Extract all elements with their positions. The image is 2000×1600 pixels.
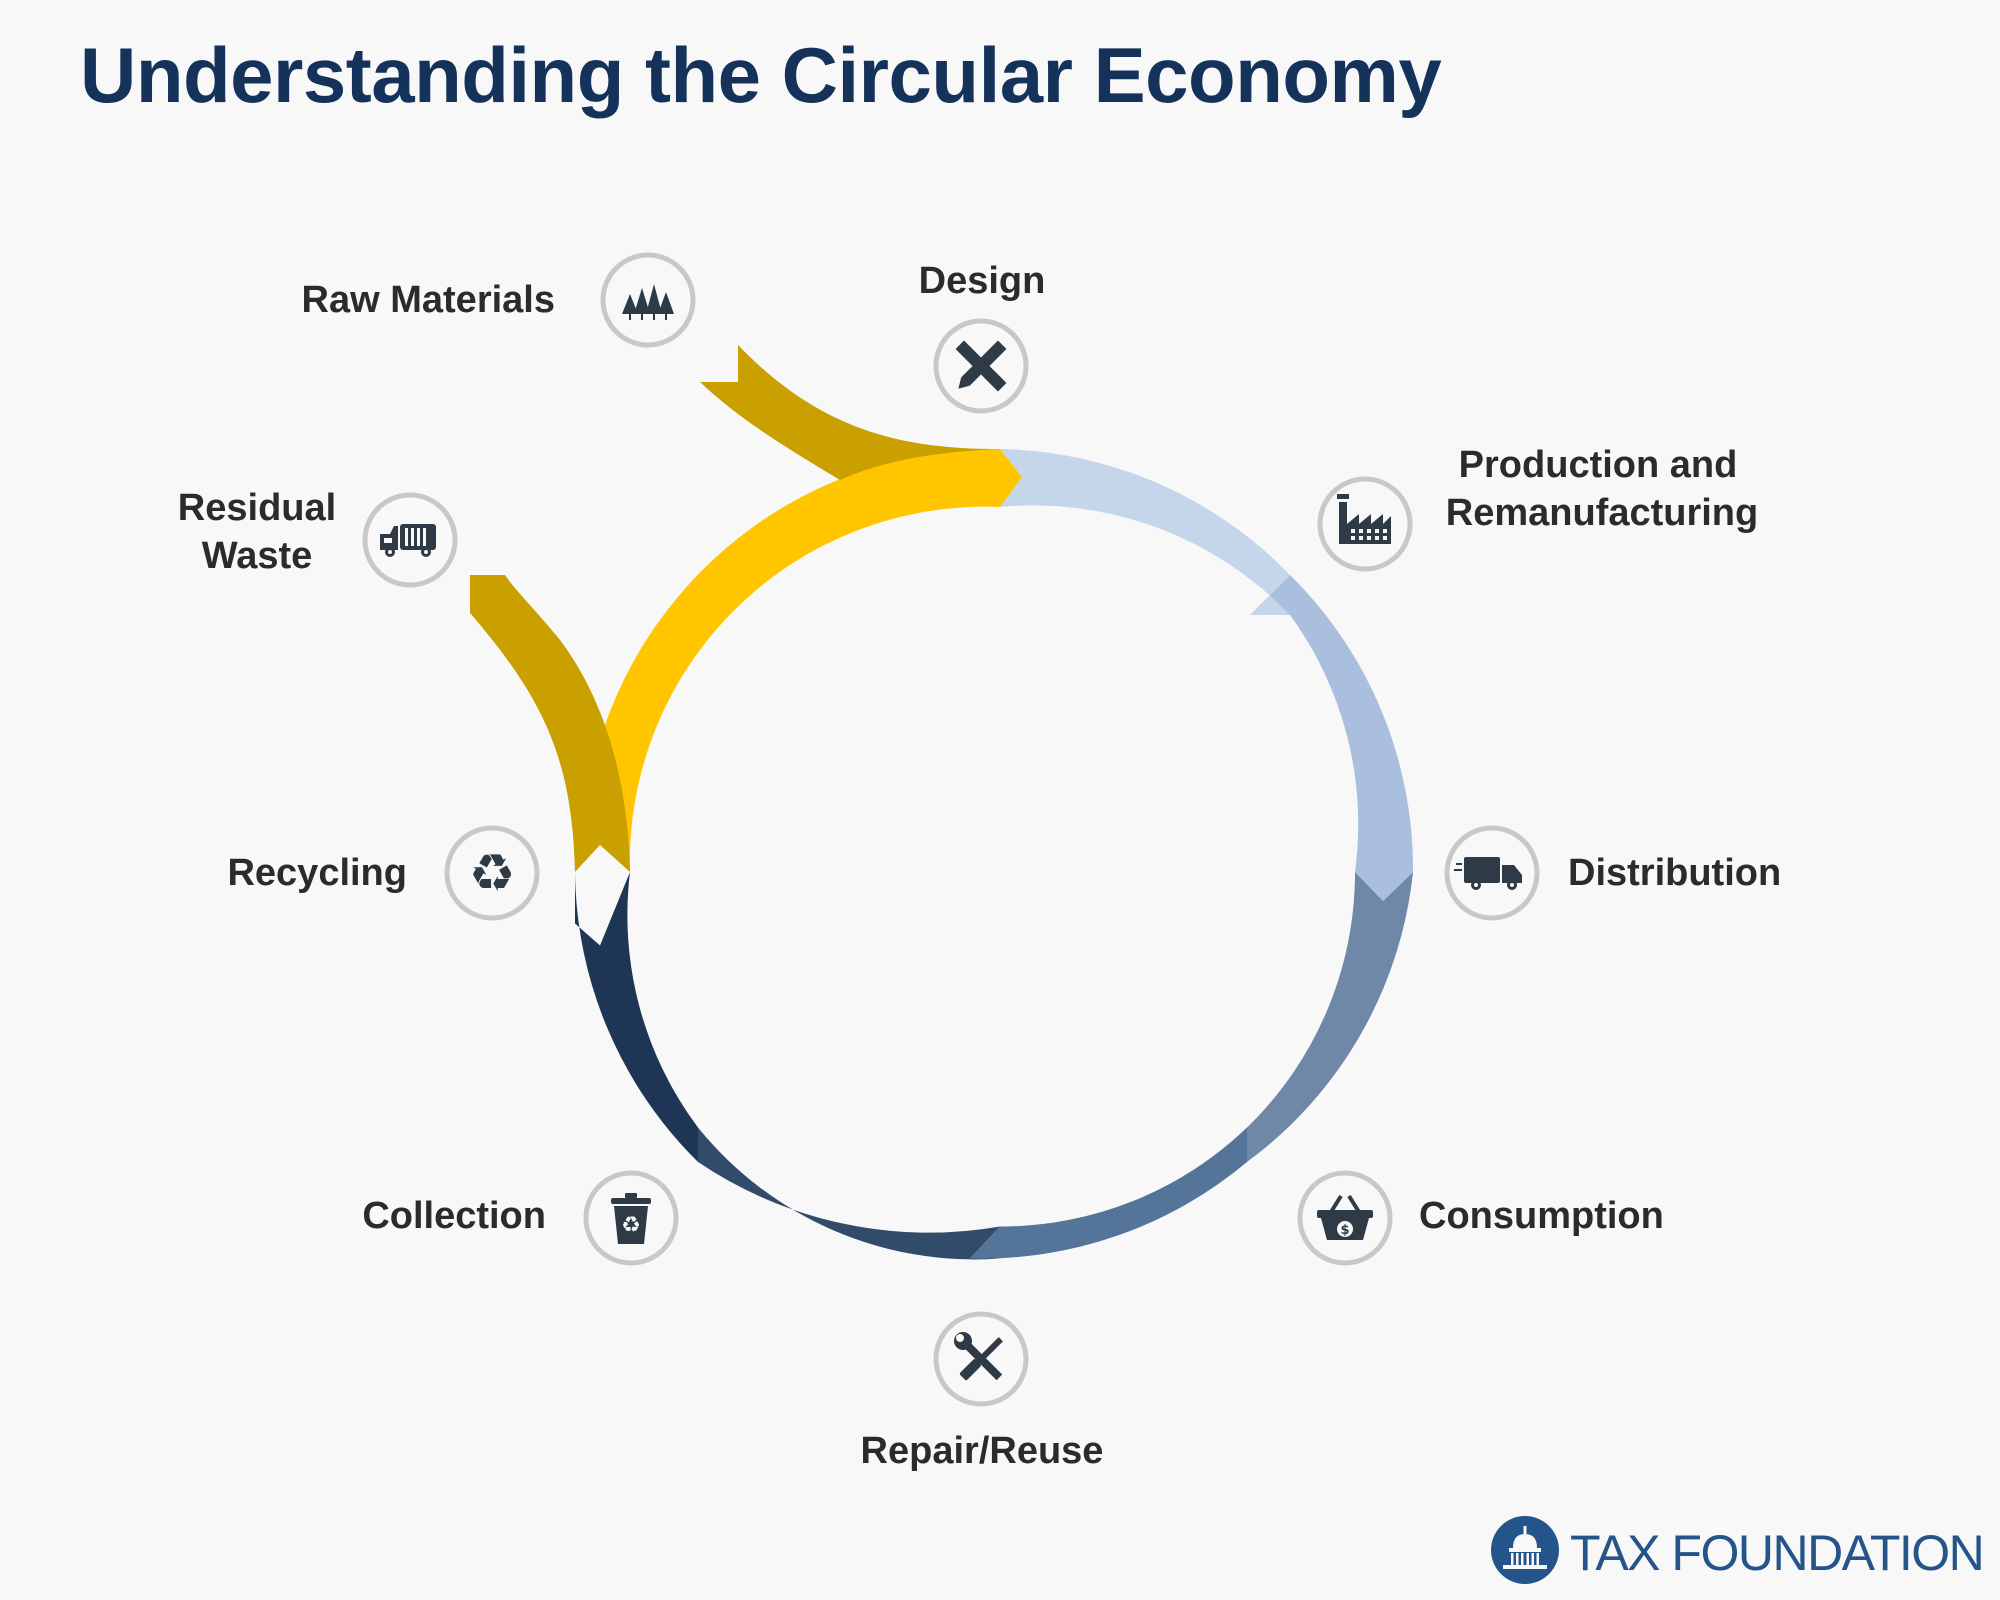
arrow-production — [1000, 449, 1290, 615]
arrow-collection — [698, 1127, 1000, 1260]
brand-logo: TAX FOUNDATION — [1491, 1516, 1985, 1584]
capitol-dome-logo — [1491, 1516, 1559, 1584]
arrow-repair — [970, 1127, 1247, 1259]
page-title: Understanding the Circular Economy — [80, 31, 1442, 119]
label-recycling: Recycling — [227, 852, 407, 894]
arrow-design — [600, 448, 1022, 872]
label-production-line2: Remanufacturing — [1446, 492, 1758, 534]
label-consumption: Consumption — [1419, 1195, 1664, 1237]
recycle-bin-icon: ♻ — [583, 1170, 679, 1266]
svg-text:♻: ♻ — [469, 844, 516, 904]
factory-icon — [1317, 476, 1413, 572]
wrench-screwdriver-icon — [933, 1311, 1029, 1407]
cycle-ring — [470, 345, 1414, 1260]
brand-name: TAX FOUNDATION — [1570, 1525, 1983, 1581]
arrow-consumption — [1247, 872, 1413, 1162]
arrow-recycling — [575, 872, 698, 1162]
shopping-basket-icon: $ — [1297, 1170, 1393, 1266]
label-production-line1: Production and — [1459, 444, 1738, 486]
svg-text:♻: ♻ — [621, 1213, 641, 1238]
label-residual-line1: Residual — [178, 487, 336, 529]
label-distribution: Distribution — [1568, 852, 1781, 894]
arrow-distribution — [1250, 575, 1414, 901]
arrow-residual-waste — [470, 575, 630, 872]
label-repair: Repair/Reuse — [861, 1430, 1104, 1472]
trees-icon — [600, 252, 696, 348]
label-design: Design — [919, 260, 1046, 302]
pencil-ruler-icon — [933, 318, 1029, 414]
delivery-truck-icon — [1444, 825, 1540, 921]
label-residual-line2: Waste — [202, 535, 313, 577]
svg-text:$: $ — [1340, 1223, 1349, 1238]
label-raw-materials: Raw Materials — [302, 279, 555, 321]
arrow-raw-materials — [700, 345, 1000, 480]
garbage-truck-icon — [362, 492, 458, 588]
label-collection: Collection — [362, 1195, 546, 1237]
stage-labels: Raw Materials Design Production and Rema… — [178, 260, 1781, 1472]
recycle-icon: ♻ — [444, 825, 540, 921]
